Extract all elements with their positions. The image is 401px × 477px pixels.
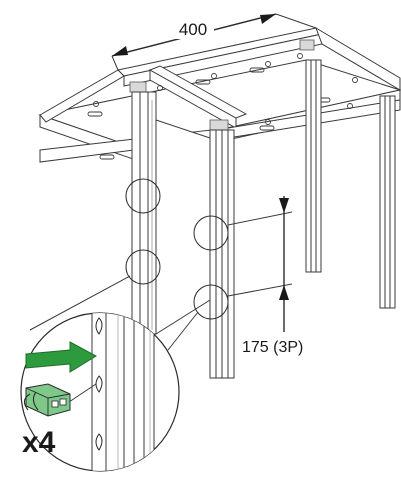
highlight-circle <box>125 249 161 285</box>
width-dimension: 400 <box>111 13 317 71</box>
highlight-circles <box>125 178 229 320</box>
cage-nut-icon <box>23 383 71 417</box>
middle-upright <box>209 129 235 379</box>
detail-view: x4 <box>20 312 180 472</box>
highlight-circle <box>193 215 229 251</box>
spacing-label: 175 (3P) <box>242 339 303 356</box>
right-upright <box>305 59 396 309</box>
highlight-circle <box>125 178 161 214</box>
green-arrow-icon <box>25 341 98 373</box>
highlight-circle <box>193 284 229 320</box>
side-panel <box>155 119 211 335</box>
width-label: 400 <box>179 20 207 39</box>
callout-leaders <box>29 275 199 351</box>
quantity-label: x4 <box>22 426 56 459</box>
spacing-dimension: 175 (3P) <box>227 196 303 356</box>
